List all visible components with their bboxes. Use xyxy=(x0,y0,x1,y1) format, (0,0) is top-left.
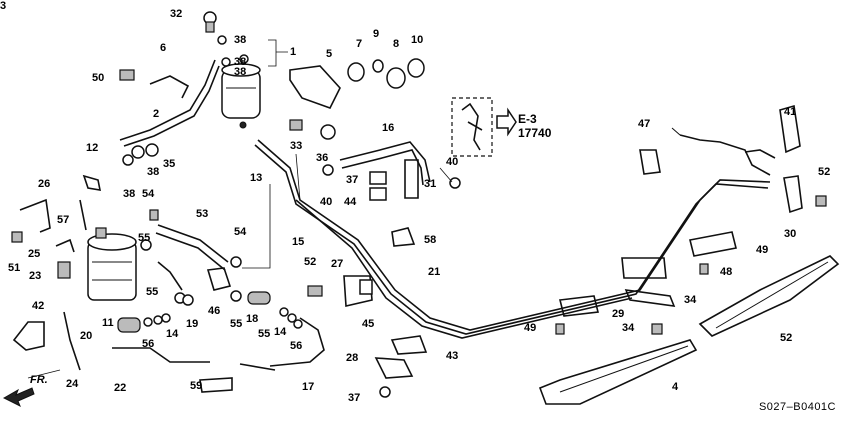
callout-number: 38 xyxy=(234,66,247,78)
callout-number: 21 xyxy=(428,266,441,278)
callout-number: 14 xyxy=(274,326,287,338)
callout-number: 1 xyxy=(290,46,297,58)
callout-number: 55 xyxy=(146,286,159,298)
callout-number: 23 xyxy=(29,270,42,282)
callout-number: 2 xyxy=(153,108,160,120)
fittings xyxy=(11,11,827,398)
callout-number: 24 xyxy=(66,378,79,390)
callout-number: 17 xyxy=(302,381,315,393)
callout-number: 38 xyxy=(147,166,160,178)
callout-number: 45 xyxy=(362,318,375,330)
callout-number: 18 xyxy=(246,313,259,325)
callout-number: 26 xyxy=(38,178,51,190)
callout-number: 37 xyxy=(346,174,359,186)
callout-number: 40 xyxy=(446,156,459,168)
callout-number: 8 xyxy=(393,38,400,50)
callout-number: 5 xyxy=(326,48,333,60)
callout-number: 6 xyxy=(160,42,167,54)
ref-section-label: E-3 xyxy=(518,112,537,126)
callout-number: 4 xyxy=(672,381,679,393)
callout-number: 28 xyxy=(346,352,359,364)
callout-number: 16 xyxy=(382,122,395,134)
fuel-line-bundle xyxy=(254,127,776,339)
callout-number: 32 xyxy=(170,8,183,20)
callout-number: 43 xyxy=(446,350,459,362)
callout-number: 14 xyxy=(166,328,179,340)
callout-number: 22 xyxy=(114,382,127,394)
callout-number: 34 xyxy=(684,294,697,306)
callout-number: 52 xyxy=(304,256,317,268)
callout-number: 42 xyxy=(32,300,45,312)
callout-number: 49 xyxy=(524,322,537,334)
callout-number: 25 xyxy=(28,248,41,260)
callout-number: 52 xyxy=(818,166,831,178)
callout-number: 38 xyxy=(123,188,136,200)
callout-number: 54 xyxy=(142,188,155,200)
callout-number: 57 xyxy=(57,214,70,226)
callout-number: 19 xyxy=(186,318,199,330)
callout-number: 12 xyxy=(86,142,99,154)
callout-number: 35 xyxy=(163,158,176,170)
callout-number: 38 xyxy=(234,56,247,68)
callout-number: 29 xyxy=(612,308,625,320)
callout-number: 58 xyxy=(424,234,437,246)
callout-number: 56 xyxy=(142,338,155,350)
callout-number: 55 xyxy=(258,328,271,340)
callout-number: 41 xyxy=(784,106,797,118)
hoses xyxy=(63,59,431,371)
covers xyxy=(538,255,840,405)
callout-number: 56 xyxy=(290,340,303,352)
callout-number: 11 xyxy=(102,317,114,329)
ref-page-number: 17740 xyxy=(518,126,552,140)
callout-number: 10 xyxy=(411,34,424,46)
callout-number: 55 xyxy=(138,232,151,244)
callout-number: 9 xyxy=(373,28,380,40)
callout-number: 37 xyxy=(348,392,361,404)
callout-number: 38 xyxy=(234,34,247,46)
callout-number: 36 xyxy=(316,152,329,164)
callout-number: 53 xyxy=(196,208,209,220)
callout-number: 47 xyxy=(638,118,651,130)
fuel-filter xyxy=(221,63,261,129)
callout-number: 48 xyxy=(720,266,733,278)
callout-number: 13 xyxy=(250,172,263,184)
callout-number: 27 xyxy=(331,258,344,270)
part-code: S027–B0401C xyxy=(758,401,836,413)
callout-number: 49 xyxy=(756,244,769,256)
callout-number: 15 xyxy=(292,236,305,248)
callout-number: 44 xyxy=(344,196,357,208)
callout-number: 40 xyxy=(320,196,333,208)
callout-number: 55 xyxy=(230,318,243,330)
callout-number: 20 xyxy=(80,330,93,342)
callout-number: 33 xyxy=(290,140,303,152)
charcoal-canister xyxy=(87,227,137,301)
callout-number: 7 xyxy=(356,38,363,50)
callout-number: 59 xyxy=(190,380,203,392)
callout-number: 50 xyxy=(92,72,105,84)
callout-number: 3 xyxy=(0,0,7,12)
bracket-lines xyxy=(27,39,453,379)
front-arrow xyxy=(2,387,35,408)
front-direction-label: FR. xyxy=(30,374,48,386)
callout-number: 54 xyxy=(234,226,247,238)
callout-number: 34 xyxy=(622,322,635,334)
callout-number: 52 xyxy=(780,332,793,344)
callout-number: 51 xyxy=(8,262,21,274)
callout-number: 30 xyxy=(784,228,797,240)
callout-number: 46 xyxy=(208,305,221,317)
reference-box xyxy=(451,97,517,157)
callout-number: 31 xyxy=(424,178,437,190)
